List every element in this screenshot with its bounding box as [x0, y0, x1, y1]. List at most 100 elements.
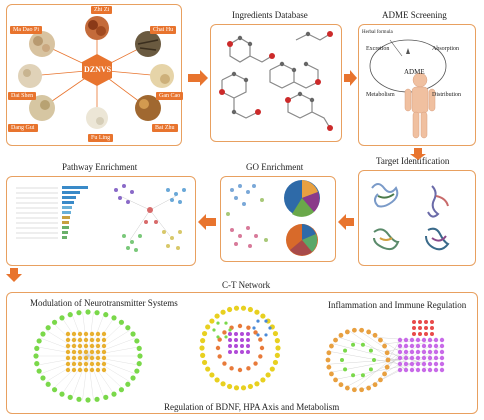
network-node [71, 361, 77, 367]
network-node [101, 367, 107, 373]
network-node [433, 337, 439, 343]
network-node [412, 320, 416, 324]
network-node [378, 337, 383, 343]
network-node [368, 367, 373, 372]
network-node [89, 361, 95, 367]
network-node [89, 337, 95, 343]
network-node [40, 331, 46, 337]
herb-image-fu-ling [86, 107, 108, 129]
network-node [212, 328, 216, 332]
herb-label-bai-zhu: Bai Zhu [152, 124, 178, 132]
network-node [326, 364, 332, 370]
pathway-bar-chart [62, 186, 88, 239]
network-node [418, 332, 422, 336]
network-node [217, 337, 222, 342]
network-node [409, 337, 415, 343]
network-node [240, 350, 244, 354]
network-node [228, 328, 232, 332]
network-node [415, 337, 421, 343]
network-node [260, 377, 266, 383]
inflammation-label: Inflammation and Immune Regulation [328, 300, 467, 310]
network-node [372, 382, 378, 388]
network-node [240, 332, 244, 336]
network-node [265, 372, 271, 378]
network-node [344, 329, 350, 335]
network-node [214, 377, 220, 383]
network-node [101, 331, 107, 337]
network-node [439, 337, 445, 343]
network-node [34, 345, 40, 351]
network-node [247, 306, 253, 313]
network-node [216, 321, 220, 325]
network-node [329, 371, 334, 377]
network-node [136, 345, 142, 351]
network-node [222, 361, 227, 366]
network-node [415, 343, 421, 349]
network-node [343, 367, 348, 372]
network-node [205, 324, 211, 330]
network-node [272, 330, 279, 337]
network-node [95, 349, 101, 355]
network-node [89, 349, 95, 355]
network-node [256, 319, 260, 323]
network-node [136, 361, 142, 367]
network-node [227, 383, 233, 390]
bdnf-label: Regulation of BDNF, HPA Axis and Metabol… [164, 402, 340, 412]
network-node [351, 373, 356, 378]
network-node [94, 396, 100, 402]
network-node [430, 326, 434, 330]
network-node [234, 344, 238, 348]
network-node [247, 383, 253, 390]
network-node [59, 391, 65, 397]
network-node [228, 338, 232, 342]
network-node [71, 337, 77, 343]
network-node [326, 350, 332, 356]
network-node [382, 371, 387, 377]
network-node [246, 344, 250, 348]
pathway-panel [6, 176, 196, 266]
network-node [224, 335, 228, 339]
network-node [209, 318, 215, 324]
network-node [101, 361, 107, 367]
network-node [65, 349, 71, 355]
network-node [252, 326, 256, 330]
network-node [51, 387, 58, 393]
network-node [228, 344, 232, 348]
network-node [415, 361, 421, 367]
network-node [33, 353, 39, 359]
absorption-label: Absorption [432, 46, 459, 52]
network-node [83, 349, 89, 355]
herb-label-dang-gui: Dang Gui [8, 124, 38, 132]
network-node [201, 330, 208, 337]
network-node [237, 323, 243, 329]
network-node [254, 381, 260, 387]
adme-title: ADME Screening [382, 10, 447, 20]
network-node [424, 320, 428, 324]
network-node [134, 368, 140, 374]
network-node [101, 349, 107, 355]
network-node [384, 364, 390, 370]
network-node [227, 306, 233, 313]
network-node [83, 337, 89, 343]
network-node [403, 361, 409, 367]
network-node [71, 349, 77, 355]
target-panel [358, 170, 476, 266]
network-node [95, 343, 101, 349]
network-node [275, 345, 281, 351]
network-node [214, 313, 220, 319]
network-node [427, 337, 433, 343]
network-node [409, 361, 415, 367]
network-node [421, 361, 427, 367]
adme-center-label: ADME [404, 68, 425, 76]
target-title: Target Identification [376, 156, 450, 166]
network-node [67, 312, 73, 318]
network-node [65, 337, 71, 343]
pathway-title: Pathway Enrichment [62, 162, 138, 172]
ingredients-title: Ingredients Database [232, 10, 308, 20]
network-node [118, 319, 125, 325]
network-node [424, 332, 428, 336]
ct-network-title: C-T Network [222, 280, 271, 290]
network-node [415, 367, 421, 373]
herb-image-bai-zhu [135, 95, 161, 121]
